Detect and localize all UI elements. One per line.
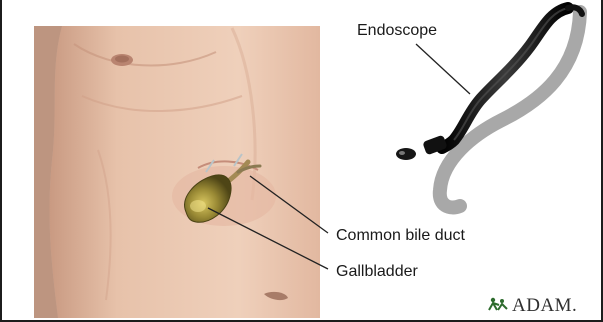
adam-figure-icon: [488, 296, 510, 317]
gallbladder-label: Gallbladder: [336, 263, 418, 281]
endoscope-label: Endoscope: [357, 22, 437, 40]
torso-panel: [34, 26, 320, 318]
adam-logo: ADAM.: [488, 296, 577, 316]
endoscope-shadow: [440, 12, 580, 207]
adam-logo-text: ADAM.: [512, 295, 577, 317]
common-bile-duct-label: Common bile duct: [336, 227, 465, 245]
endoscope-leader-line: [416, 44, 470, 94]
